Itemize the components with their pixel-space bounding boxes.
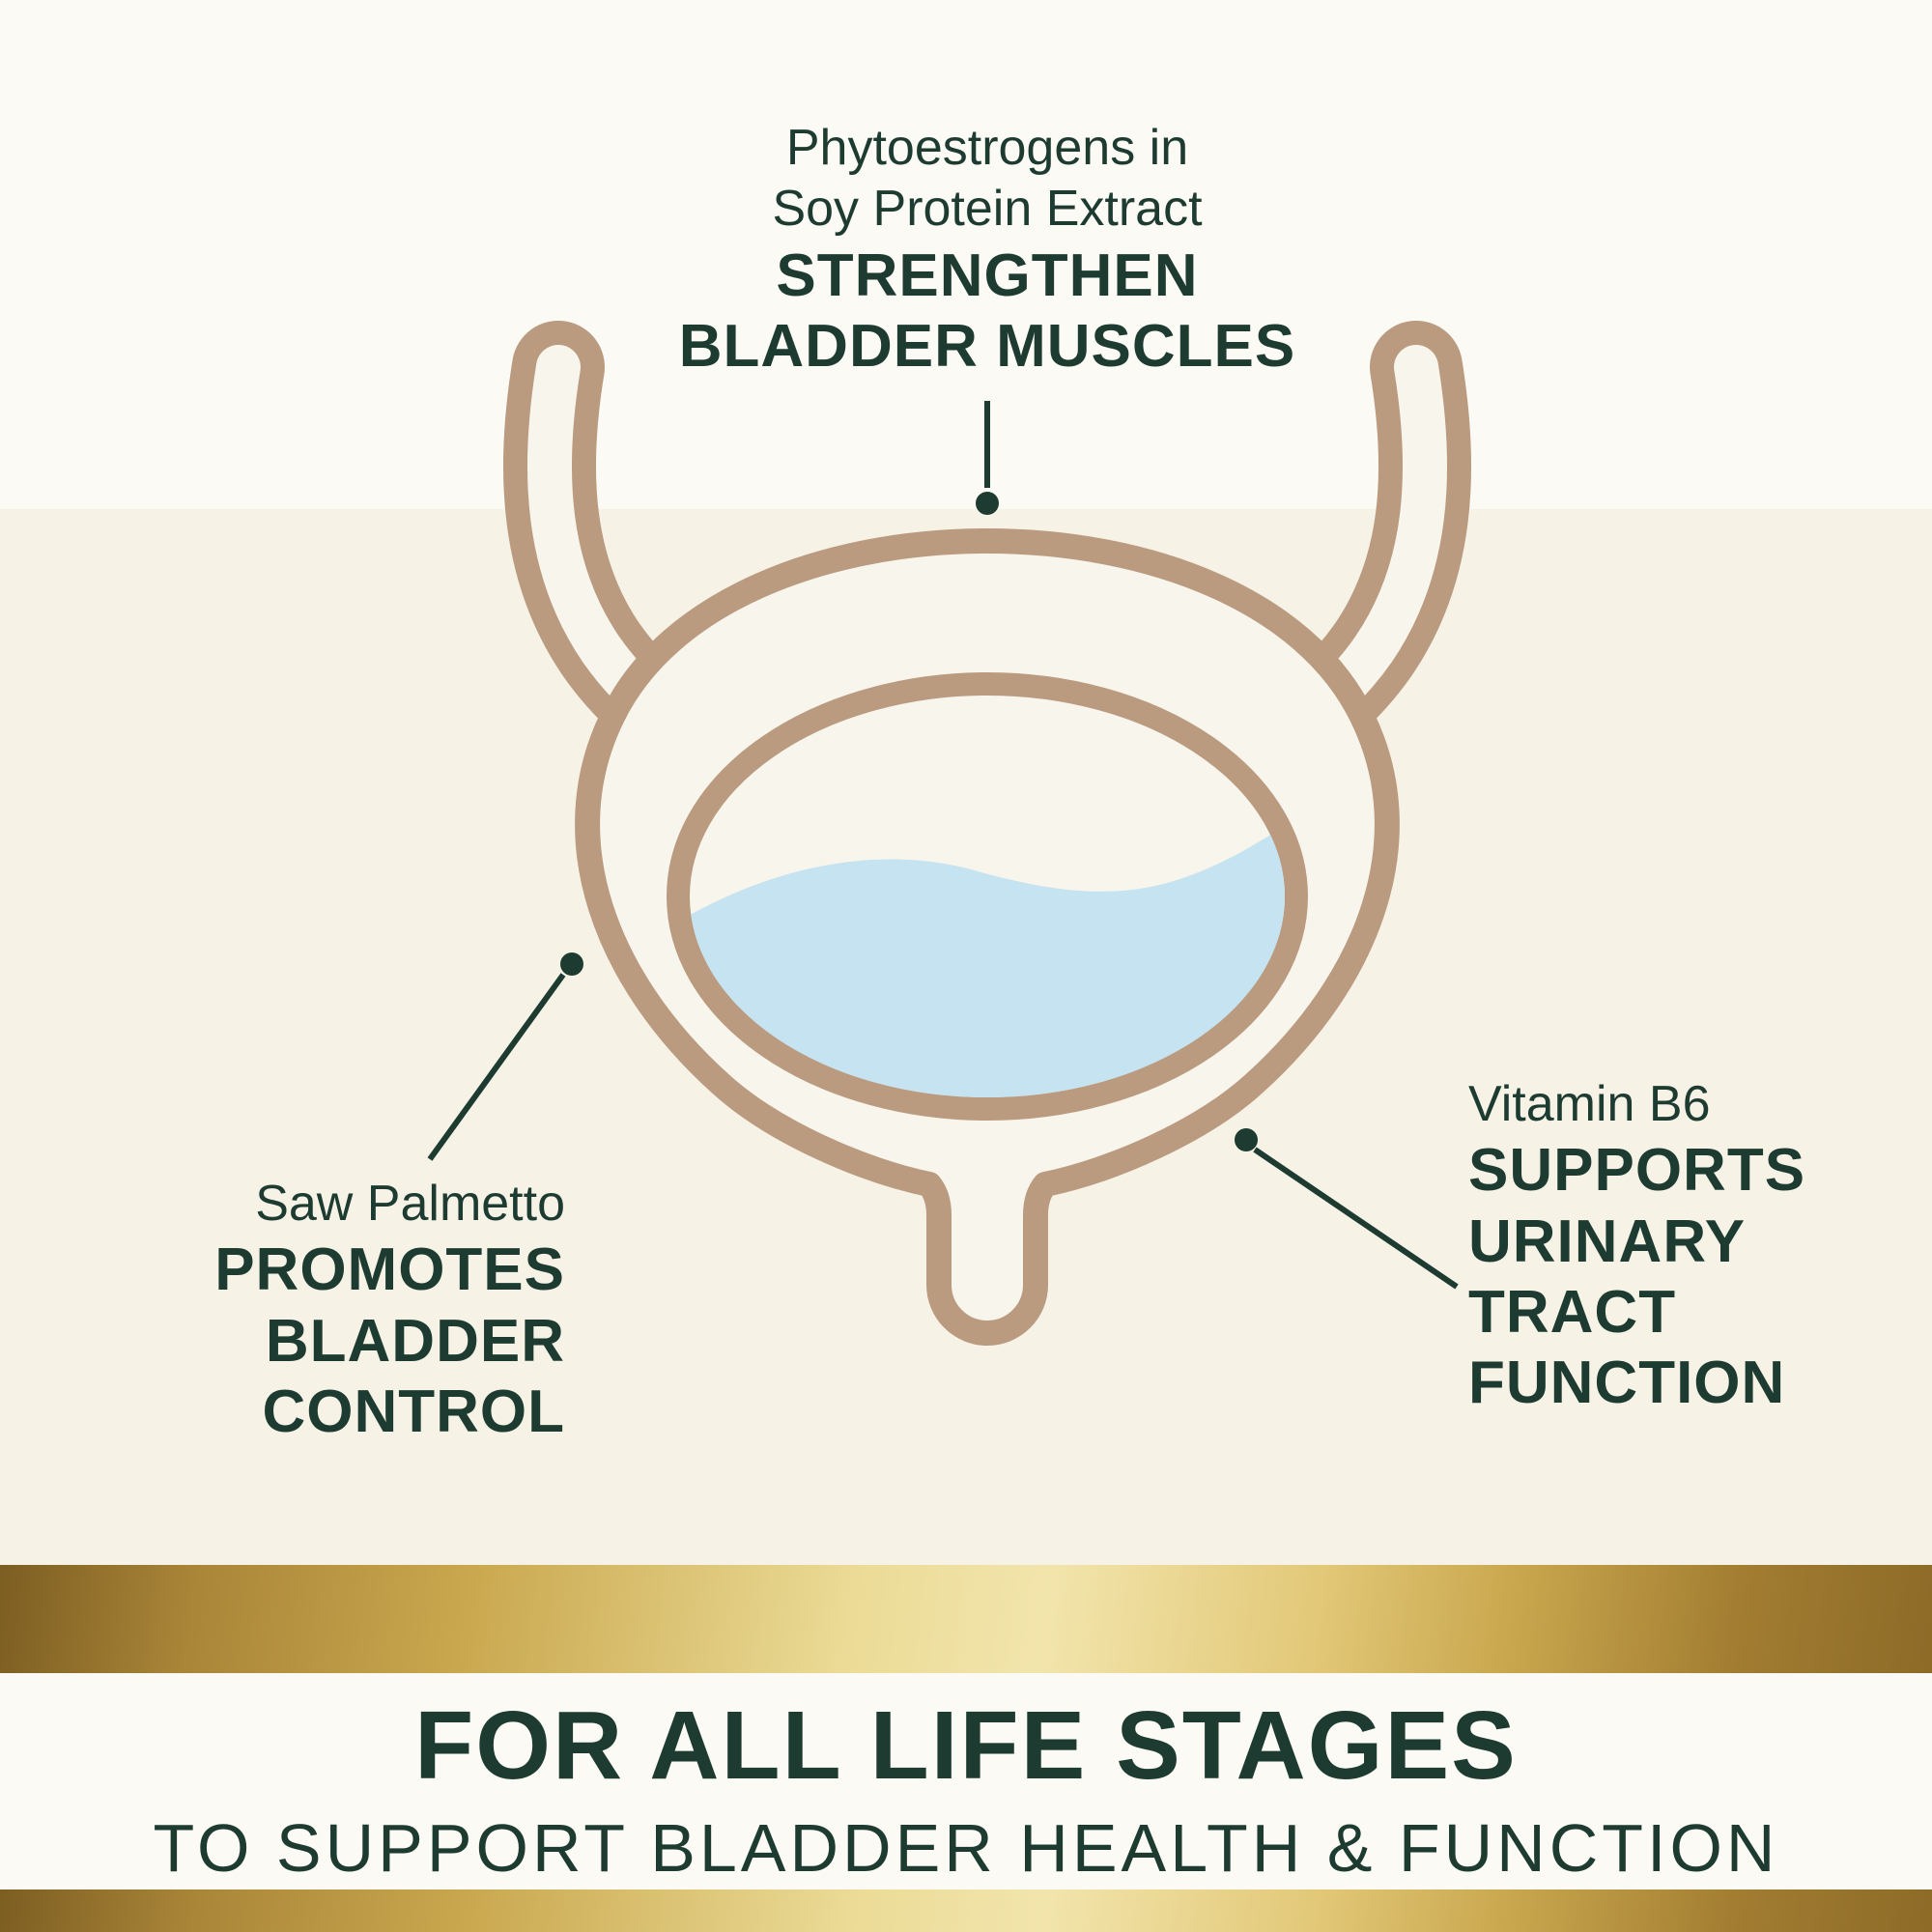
annotation-emphasis-line: TRACT bbox=[1468, 1278, 1677, 1346]
annotation-emphasis-line: PROMOTES bbox=[214, 1236, 565, 1304]
annotation-emphasis-line: BLADDER bbox=[265, 1307, 565, 1375]
leader-dot-left bbox=[560, 952, 583, 976]
gold-divider-band bbox=[0, 1565, 1932, 1673]
annotation-intro-line: Soy Protein Extract bbox=[772, 181, 1203, 238]
leader-line-right bbox=[1253, 1147, 1459, 1290]
annotation-intro-line: Phytoestrogens in bbox=[785, 120, 1189, 176]
banner-title: FOR ALL LIFE STAGES bbox=[414, 1691, 1518, 1800]
annotation-saw-palmetto: Saw Palmetto PROMOTES BLADDER CONTROL bbox=[130, 1174, 565, 1447]
background-top-band bbox=[0, 0, 1932, 509]
annotation-intro-line: Saw Palmetto bbox=[255, 1176, 565, 1232]
annotation-emphasis-line: FUNCTION bbox=[1468, 1349, 1786, 1416]
annotation-emphasis-line: STRENGTHEN bbox=[776, 242, 1199, 309]
annotation-emphasis-line: BLADDER MUSCLES bbox=[678, 313, 1296, 381]
annotation-emphasis-line: URINARY bbox=[1468, 1208, 1747, 1275]
annotation-emphasis-line: SUPPORTS bbox=[1468, 1137, 1806, 1205]
leader-line-left bbox=[427, 973, 566, 1161]
annotation-intro-line: Vitamin B6 bbox=[1468, 1076, 1711, 1132]
banner-subtitle: TO SUPPORT BLADDER HEALTH & FUNCTION bbox=[153, 1810, 1779, 1886]
annotation-vitamin-b6: Vitamin B6 SUPPORTS URINARY TRACT FUNCTI… bbox=[1468, 1074, 1922, 1418]
gold-footer-strip bbox=[0, 1889, 1932, 1932]
urine-fill bbox=[690, 823, 1285, 1097]
annotation-soy-protein: Phytoestrogens in Soy Protein Extract ST… bbox=[493, 118, 1482, 382]
leader-dot-right bbox=[1235, 1128, 1258, 1151]
leader-dot-top bbox=[976, 492, 999, 515]
annotation-emphasis-line: CONTROL bbox=[262, 1378, 565, 1445]
